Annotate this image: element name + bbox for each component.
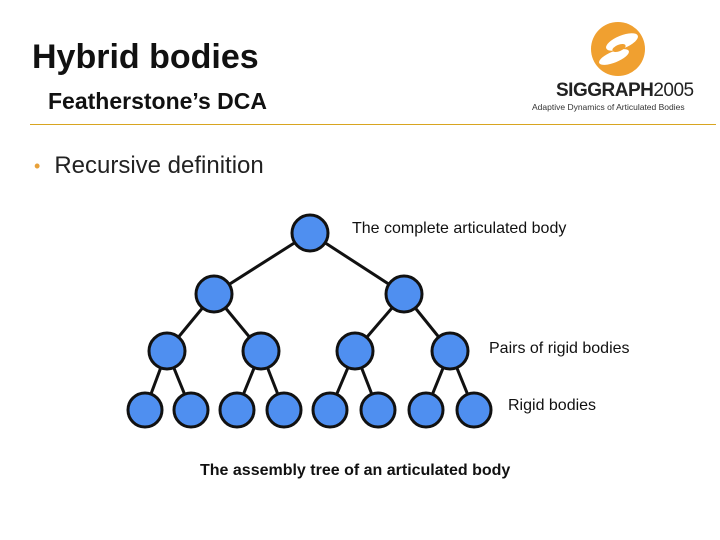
- bullet-text: Recursive definition: [54, 152, 264, 179]
- root-level-label: The complete articulated body: [352, 220, 567, 237]
- tree-leaf-node: [311, 391, 349, 429]
- bullet-dot-icon: •: [34, 155, 41, 176]
- pairs-level-label: Pairs of rigid bodies: [489, 340, 630, 357]
- tree-leaf-node: [172, 391, 210, 429]
- tree-node: [194, 274, 234, 314]
- logo-tagline: Adaptive Dynamics of Articulated Bodies: [532, 102, 685, 112]
- tree-node: [430, 331, 470, 371]
- slide-subtitle: Featherstone’s DCA: [48, 88, 267, 114]
- logo-year: 2005: [653, 80, 694, 101]
- tree-node: [384, 274, 424, 314]
- diagram-caption: The assembly tree of an articulated body: [200, 462, 511, 479]
- logo-wordmark: SIGGRAPH2005: [556, 80, 694, 102]
- tree-leaf-node: [126, 391, 164, 429]
- tree-leaf-node: [359, 391, 397, 429]
- tree-leaf-node: [455, 391, 493, 429]
- logo-brand: SIGGRAPH: [556, 80, 654, 101]
- tree-node: [241, 331, 281, 371]
- bullet-item: • Recursive definition: [34, 152, 264, 180]
- leaf-level-label: Rigid bodies: [508, 397, 597, 414]
- tree-edges: [143, 231, 476, 411]
- tree-leaf-node: [407, 391, 445, 429]
- header-divider: [30, 124, 716, 125]
- tree-root-node: [290, 213, 330, 253]
- tree-leaf-node: [218, 391, 256, 429]
- tree-node: [147, 331, 187, 371]
- tree-leaf-node: [265, 391, 303, 429]
- tree-node: [335, 331, 375, 371]
- tree-nodes: [126, 213, 493, 429]
- slide-title: Hybrid bodies: [32, 38, 259, 76]
- siggraph-logo-icon: [591, 22, 645, 76]
